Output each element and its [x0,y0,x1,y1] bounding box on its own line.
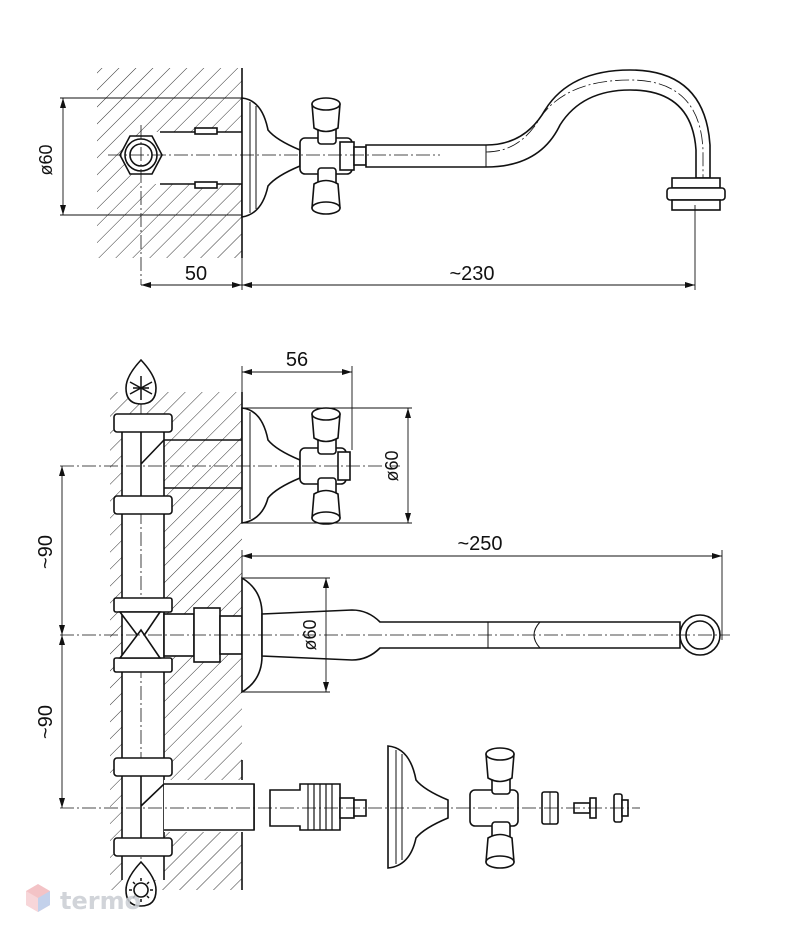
dim-spout-diameter: ø60 [300,619,320,650]
handle-upper [241,407,351,525]
watermark: termo [26,884,141,915]
dim-handle-diameter: ø60 [382,450,402,481]
top-view: ø60 50 ~230 [36,68,726,290]
dim-spacing-upper: ~90 [35,535,57,569]
dim-handle-width: 56 [286,349,308,371]
snowflake-icon [125,358,157,405]
watermark-text: termo [60,887,141,915]
dim-reach: ~250 [457,533,502,555]
front-view: 56 ø60 ~250 ø60 ~90 ~90 [35,349,730,907]
handle-top [311,97,341,215]
flange-top [241,97,301,218]
dim-top-reach: ~230 [449,263,494,285]
dim-top-diameter: ø60 [36,144,56,175]
sun-icon [125,860,157,907]
dim-top-depth: 50 [185,263,207,285]
exploded-parts [269,745,629,869]
dim-spacing-lower: ~90 [35,705,57,739]
spout-top [365,69,711,179]
cube-logo-icon [26,884,50,912]
